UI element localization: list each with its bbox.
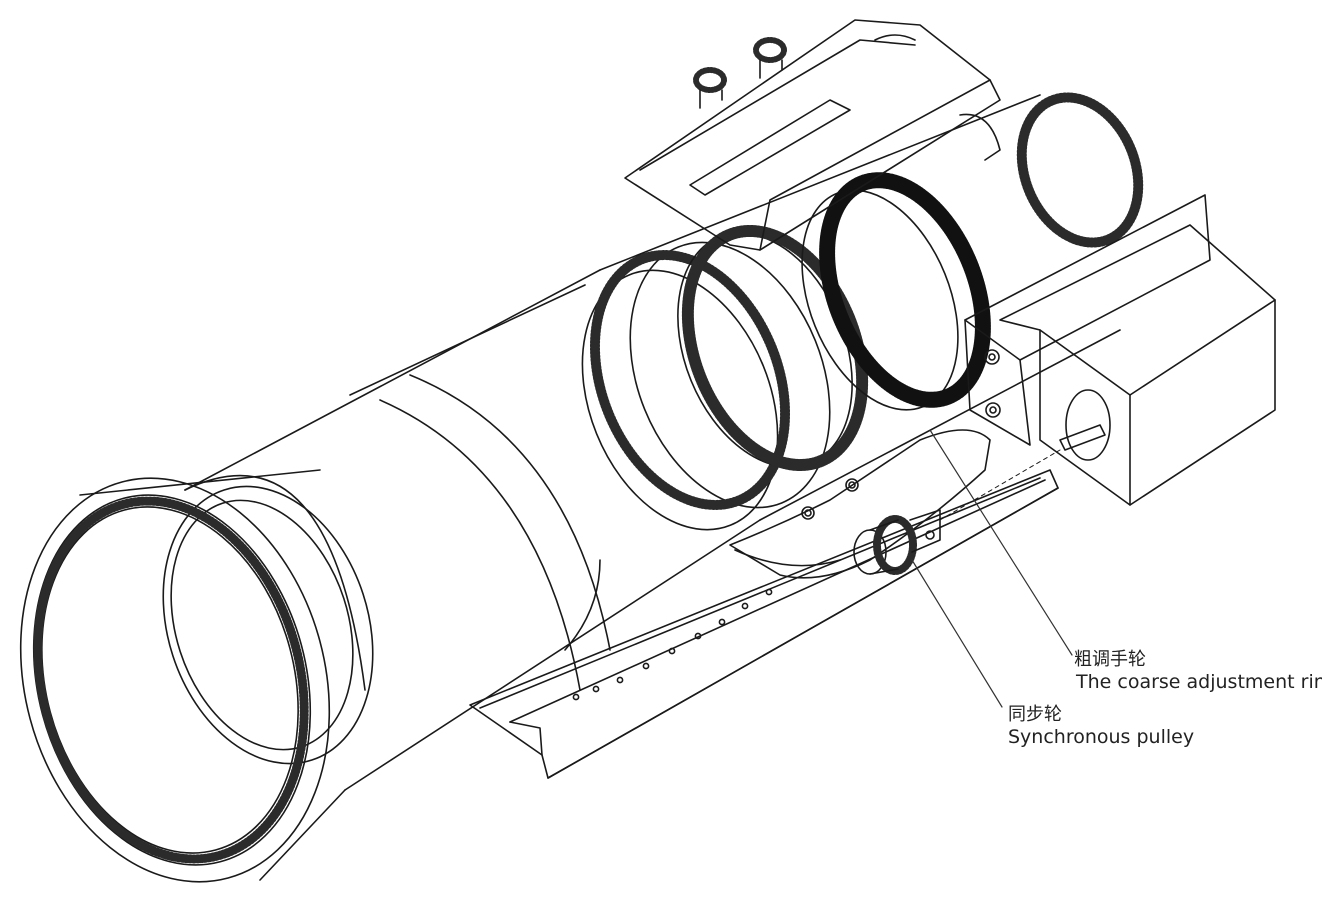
- coarse-ring-label-en: The coarse adjustment ring: [1076, 671, 1322, 693]
- top-handle: [624, 19, 1001, 251]
- objective-barrel: [162, 474, 374, 765]
- focus-rings: [589, 92, 1144, 521]
- motor-assembly: [964, 194, 1276, 506]
- pulley-leader: [911, 559, 1003, 708]
- dew-shield: [19, 469, 346, 883]
- synchronous-pulley: [853, 449, 1061, 575]
- handle-knobs: [693, 37, 787, 109]
- front-teeth: [33, 496, 309, 864]
- coarse-ring-leader: [929, 429, 1073, 656]
- main-tube: [184, 241, 831, 791]
- pulley-label-en: Synchronous pulley: [1008, 726, 1195, 748]
- leader-lines: [911, 429, 1073, 708]
- coarse-adjustment-ring: [819, 172, 991, 408]
- tube-clamp: [729, 429, 991, 579]
- coarse-ring-label-zh: 粗调手轮: [1074, 649, 1146, 670]
- dovetail-rail: [469, 469, 1059, 779]
- rail-holes: [572, 588, 773, 701]
- pulley-label-zh: 同步轮: [1008, 704, 1062, 725]
